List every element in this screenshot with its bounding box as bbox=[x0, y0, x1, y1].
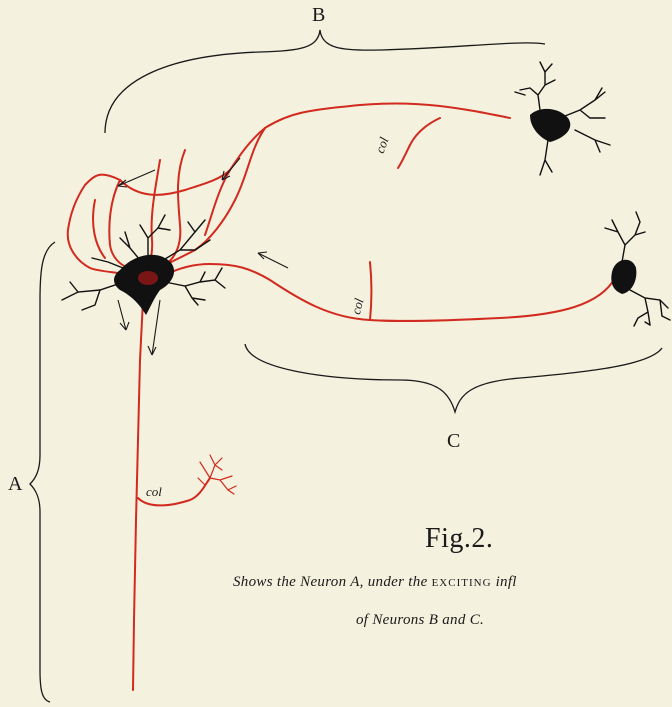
neuron-c-soma bbox=[611, 260, 636, 294]
caption-line-1-prefix: Shows the Neuron A, under the bbox=[233, 574, 432, 590]
axon-c bbox=[165, 264, 615, 321]
brace-c bbox=[245, 344, 662, 412]
caption-line-1: Shows the Neuron A, under the exciting i… bbox=[233, 574, 517, 591]
collateral-c bbox=[370, 262, 372, 320]
caption-emphasis: exciting bbox=[432, 574, 492, 590]
arrow-5 bbox=[148, 300, 160, 355]
figure-title: Fig.2. bbox=[425, 523, 493, 555]
neuron-b bbox=[515, 62, 610, 175]
brace-a bbox=[30, 242, 55, 702]
label-collateral-a: col bbox=[146, 484, 162, 500]
label-neuron-c: C bbox=[447, 430, 460, 453]
axon-network bbox=[68, 103, 615, 690]
neuron-c bbox=[605, 212, 670, 326]
arrow-4 bbox=[118, 300, 129, 330]
axon-b bbox=[68, 103, 510, 275]
caption-line-1-suffix: infl bbox=[492, 574, 517, 590]
axon-a bbox=[133, 300, 143, 690]
label-neuron-b: B bbox=[312, 4, 325, 27]
caption-line-2: of Neurons B and C. bbox=[356, 612, 484, 629]
neuron-b-soma bbox=[530, 109, 570, 142]
neuron-a-soma bbox=[114, 255, 174, 315]
collateral-b bbox=[398, 118, 440, 168]
arrow-2 bbox=[222, 158, 240, 180]
brace-b bbox=[105, 30, 545, 133]
label-neuron-a: A bbox=[8, 473, 22, 496]
arrow-3 bbox=[258, 252, 288, 268]
